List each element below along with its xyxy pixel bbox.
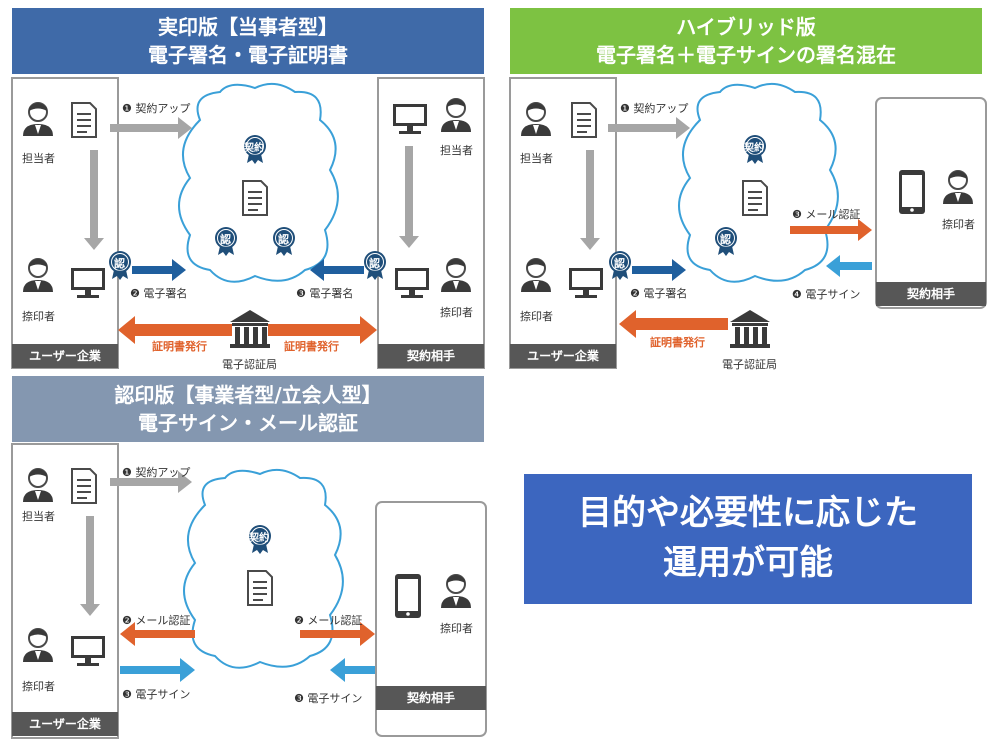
hybrid-person-natsuin-right: 捺印者	[942, 218, 975, 231]
hybrid-step-4: ❹ 電子サイン	[792, 288, 861, 301]
jitsuin-badge-cert-2: 認	[278, 233, 289, 246]
jitsuin-badge-cert-4: 認	[369, 257, 380, 270]
ninin-title-line1: 認印版【事業者型/立会人型】	[114, 383, 382, 407]
hybrid-step-3: ❸ メール認証	[792, 208, 861, 221]
ninin-step-3-right: ❸ 電子サイン	[294, 692, 363, 705]
summary-line2: 運用が可能	[663, 543, 833, 583]
hybrid-step-2: ❷ 電子署名	[630, 287, 688, 300]
hybrid-left-pane-label: ユーザー企業	[510, 344, 616, 368]
ninin-person-natsuin: 捺印者	[22, 680, 55, 693]
jitsuin-title-line2: 電子署名・電子証明書	[148, 43, 348, 67]
ninin-title-line2: 電子サイン・メール認証	[138, 411, 358, 435]
jitsuin-left-pane-label: ユーザー企業	[12, 344, 118, 368]
jitsuin-step-1: ❶ 契約アップ	[122, 102, 191, 115]
ninin-left-pane-label: ユーザー企業	[12, 712, 118, 736]
jitsuin-person-natsuin: 捺印者	[22, 310, 55, 323]
jitsuin-step-3: ❸ 電子署名	[296, 287, 354, 300]
ninin-person-tanto: 担当者	[22, 510, 55, 523]
jitsuin-title-banner: 実印版【当事者型】 電子署名・電子証明書	[12, 8, 484, 74]
hybrid-title-line2: 電子署名＋電子サインの署名混在	[596, 43, 896, 67]
jitsuin-authority-label: 電子認証局	[222, 358, 277, 371]
jitsuin-badge-cert-1: 認	[220, 233, 231, 246]
ninin-step-1: ❶ 契約アップ	[122, 466, 191, 479]
hybrid-title-banner: ハイブリッド版 電子署名＋電子サインの署名混在	[510, 8, 982, 74]
ninin-step-2-left: ❷ メール認証	[122, 614, 191, 627]
hybrid-authority-label: 電子認証局	[722, 358, 777, 371]
ninin-person-natsuin-right: 捺印者	[440, 622, 473, 635]
jitsuin-step-2: ❷ 電子署名	[130, 287, 188, 300]
hybrid-cert-issue-left: 証明書発行	[650, 336, 705, 349]
summary-line1: 目的や必要性に応じた	[578, 493, 918, 533]
ninin-step-2-right: ❷ メール認証	[294, 614, 363, 627]
jitsuin-right-pane-label: 契約相手	[378, 344, 484, 368]
ninin-step-3-left: ❸ 電子サイン	[122, 688, 191, 701]
jitsuin-badge-cert-3: 認	[114, 257, 125, 270]
jitsuin-person-tanto-right: 担当者	[440, 144, 473, 157]
jitsuin-person-natsuin-right: 捺印者	[440, 306, 473, 319]
jitsuin-title-line1: 実印版【当事者型】	[158, 15, 338, 39]
summary-box: 目的や必要性に応じた 運用が可能	[524, 474, 972, 604]
hybrid-person-tanto: 担当者	[520, 152, 553, 165]
jitsuin-badge-contract: 契約	[244, 143, 264, 154]
jitsuin-person-tanto: 担当者	[22, 152, 55, 165]
ninin-title-banner: 認印版【事業者型/立会人型】 電子サイン・メール認証	[12, 376, 484, 442]
ninin-badge-contract: 契約	[249, 533, 269, 544]
hybrid-person-natsuin: 捺印者	[520, 310, 553, 323]
hybrid-right-pane-label: 契約相手	[876, 282, 986, 306]
hybrid-badge-cert-1: 認	[720, 233, 731, 246]
hybrid-badge-contract: 契約	[744, 143, 764, 154]
ninin-right-pane-label: 契約相手	[376, 686, 486, 710]
hybrid-step-1: ❶ 契約アップ	[620, 102, 689, 115]
hybrid-badge-cert-2: 認	[614, 257, 625, 270]
jitsuin-cert-issue-right: 証明書発行	[284, 340, 339, 353]
jitsuin-cert-issue-left: 証明書発行	[152, 340, 207, 353]
hybrid-title-line1: ハイブリッド版	[676, 15, 816, 39]
